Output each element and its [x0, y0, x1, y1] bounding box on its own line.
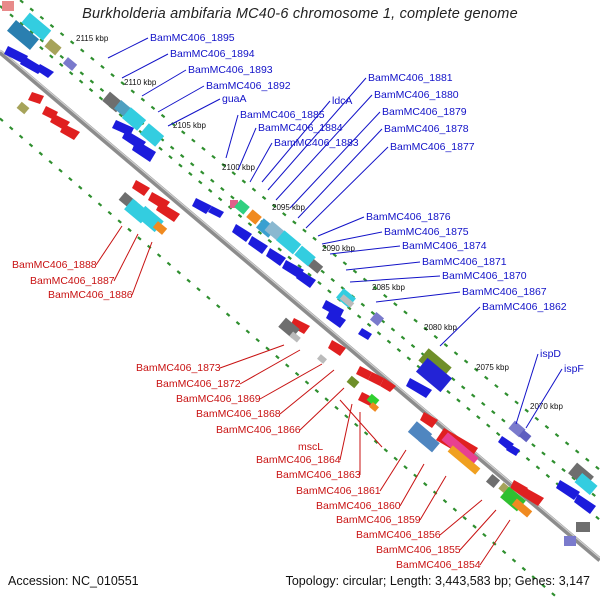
label-connector	[349, 275, 441, 283]
gene-label[interactable]: BamMC406_1877	[390, 141, 475, 153]
gene-label[interactable]: BamMC406_1895	[150, 32, 235, 44]
gene-label[interactable]: BamMC406_1859	[336, 514, 421, 526]
label-connector	[479, 519, 511, 566]
gene-label[interactable]: BamMC406_1874	[402, 240, 487, 252]
label-connector	[237, 127, 257, 171]
label-connector	[267, 77, 367, 191]
genome-title: Burkholderia ambifaria MC40-6 chromosome…	[82, 6, 518, 22]
tick-label: 2080 kbp	[424, 323, 457, 332]
label-connector	[249, 142, 273, 183]
gene-label[interactable]: BamMC406_1878	[384, 123, 469, 135]
label-connector	[141, 69, 187, 97]
reverse-genes	[16, 92, 544, 518]
gene-label[interactable]: mscL	[298, 441, 323, 453]
gene-label[interactable]: ldcA	[332, 95, 352, 107]
gene-label[interactable]: BamMC406_1886	[48, 289, 133, 301]
gene-label[interactable]: BamMC406_1893	[188, 64, 273, 76]
gene-label[interactable]: BamMC406_1872	[156, 378, 241, 390]
label-connector	[459, 509, 497, 551]
tick-label: 2075 kbp	[476, 363, 509, 372]
gene-label[interactable]: BamMC406_1854	[396, 559, 481, 571]
gene-label[interactable]: BamMC406_1863	[276, 469, 361, 481]
label-connector	[339, 399, 383, 448]
gene-label[interactable]: BamMC406_1871	[422, 256, 507, 268]
label-connector	[345, 261, 421, 271]
gene-label[interactable]: BamMC406_1876	[366, 211, 451, 223]
genome-summary-text: Topology: circular; Length: 3,443,583 bp…	[285, 574, 590, 588]
label-connector	[239, 349, 301, 385]
gene-label[interactable]: BamMC406_1875	[384, 226, 469, 238]
gene-label[interactable]: ispF	[564, 363, 584, 375]
label-connector	[167, 98, 221, 127]
gene-label[interactable]: BamMC406_1888	[12, 259, 97, 271]
label-connector	[297, 128, 383, 219]
label-connector	[439, 499, 483, 536]
gene-label[interactable]: BamMC406_1873	[136, 362, 221, 374]
gene-label[interactable]: BamMC406_1880	[374, 89, 459, 101]
label-connector	[113, 233, 139, 282]
gene-label[interactable]: BamMC406_1892	[206, 80, 291, 92]
gene-label[interactable]: BamMC406_1879	[382, 106, 467, 118]
label-connector	[305, 146, 389, 229]
gene-labels: BamMC406_1895BamMC406_1894BamMC406_1893B…	[12, 32, 584, 571]
label-connector	[157, 85, 205, 113]
label-connector	[225, 114, 239, 159]
gene-label[interactable]: BamMC406_1887	[30, 275, 115, 287]
label-connector	[279, 369, 335, 415]
label-connector	[121, 53, 169, 79]
label-connector	[275, 94, 373, 201]
label-connector	[261, 100, 331, 183]
label-connector	[107, 37, 149, 59]
gene-label[interactable]: BamMC406_1883	[274, 137, 359, 149]
genome-backbone	[0, 50, 600, 562]
label-connector	[219, 344, 285, 369]
tick-label: 2095 kbp	[272, 203, 305, 212]
gene-label[interactable]: BamMC406_1885	[240, 109, 325, 121]
gene-label[interactable]: BamMC406_1862	[482, 301, 567, 313]
tick-label: 2070 kbp	[530, 402, 563, 411]
label-connector	[439, 306, 481, 347]
gene-label[interactable]: BamMC406_1864	[256, 454, 341, 466]
label-connector	[131, 241, 153, 296]
gene-block	[7, 19, 39, 51]
gene-label[interactable]: ispD	[540, 348, 561, 360]
gene-label[interactable]: BamMC406_1856	[356, 529, 441, 541]
label-connector	[317, 216, 365, 237]
gene-label[interactable]: BamMC406_1881	[368, 72, 453, 84]
label-connector	[525, 368, 563, 429]
label-connector	[515, 353, 539, 425]
gene-label[interactable]: BamMC406_1884	[258, 122, 343, 134]
label-connector	[375, 291, 461, 303]
forward-genes	[2, 1, 598, 546]
tick-label: 2090 kbp	[322, 244, 355, 253]
tick-label: 2105 kbp	[173, 121, 206, 130]
tick-label: 2110 kbp	[124, 78, 157, 87]
accession-text: Accession: NC_010551	[8, 574, 139, 588]
tick-label: 2085 kbp	[372, 283, 405, 292]
gene-label[interactable]: guaA	[222, 93, 247, 105]
label-connector	[95, 225, 123, 266]
gene-label[interactable]: BamMC406_1866	[216, 424, 301, 436]
label-connector	[339, 403, 353, 461]
gene-label[interactable]: BamMC406_1869	[176, 393, 261, 405]
gene-label[interactable]: BamMC406_1860	[316, 500, 401, 512]
label-connector	[399, 463, 425, 507]
gene-label[interactable]: BamMC406_1894	[170, 48, 255, 60]
label-connectors	[95, 37, 563, 566]
tick-label: 2115 kbp	[76, 34, 109, 43]
label-connector	[321, 231, 383, 245]
label-connector	[289, 111, 381, 209]
label-connector	[259, 363, 323, 400]
gene-label[interactable]: BamMC406_1861	[296, 485, 381, 497]
label-connector	[299, 387, 345, 431]
gene-label[interactable]: BamMC406_1870	[442, 270, 527, 282]
label-connector	[379, 449, 407, 492]
gene-label[interactable]: BamMC406_1868	[196, 408, 281, 420]
gene-label[interactable]: BamMC406_1855	[376, 544, 461, 556]
gene-label[interactable]: BamMC406_1867	[462, 286, 547, 298]
label-connector	[329, 245, 401, 255]
label-connector	[419, 475, 447, 521]
